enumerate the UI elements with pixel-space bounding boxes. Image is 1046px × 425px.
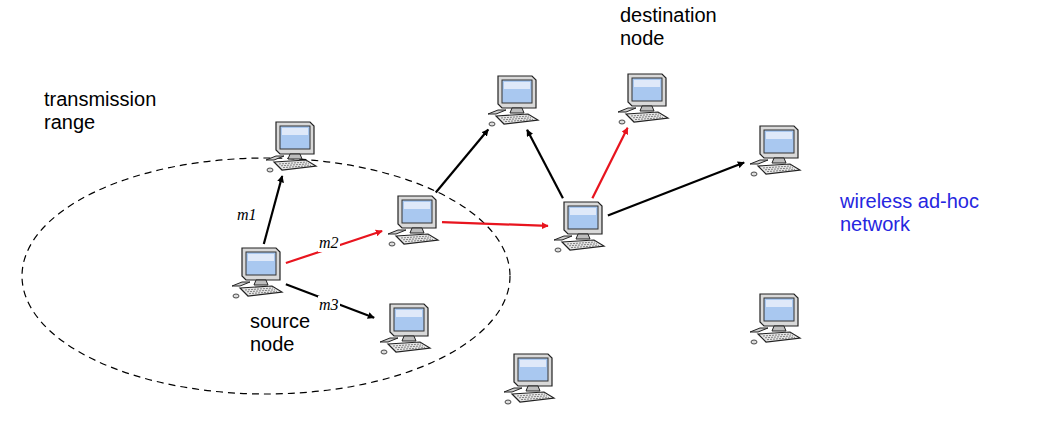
computer-icon <box>550 200 606 254</box>
computer-node: source node <box>228 246 330 356</box>
computer-icon <box>228 246 284 300</box>
message-label: m3 <box>318 296 340 314</box>
message-arrow <box>442 222 548 226</box>
message-arrow <box>436 130 488 193</box>
message-arrow <box>527 130 563 198</box>
network-label: wireless ad-hoc network <box>840 190 1000 236</box>
message-label: m2 <box>318 234 340 252</box>
message-label: m1 <box>236 206 258 224</box>
computer-node <box>376 302 432 356</box>
message-arrow <box>264 176 282 244</box>
transmission-range-ellipse <box>22 158 510 394</box>
computer-icon <box>746 124 802 178</box>
computer-node <box>746 124 802 178</box>
computer-icon <box>484 74 540 128</box>
computer-node <box>550 200 606 254</box>
range-label: transmission range <box>44 88 174 134</box>
computer-node: destination node <box>614 4 730 126</box>
message-arrow <box>592 128 627 198</box>
node-label: destination node <box>620 4 730 50</box>
computer-icon <box>614 72 670 126</box>
computer-node <box>384 194 440 248</box>
computer-icon <box>376 302 432 356</box>
computer-node <box>484 74 540 128</box>
message-arrow <box>286 231 382 263</box>
message-arrow <box>608 163 744 216</box>
computer-icon <box>746 292 802 346</box>
computer-icon <box>384 194 440 248</box>
computer-node <box>500 352 556 406</box>
computer-icon <box>500 352 556 406</box>
computer-icon <box>262 120 318 174</box>
node-label: source node <box>250 310 330 356</box>
computer-node <box>262 120 318 174</box>
computer-node <box>746 292 802 346</box>
